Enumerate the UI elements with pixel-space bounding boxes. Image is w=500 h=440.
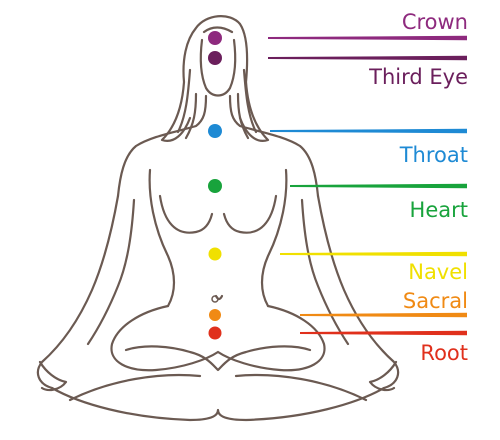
chakra-line-heart [290, 183, 467, 189]
face-outline [199, 38, 237, 97]
chest-outline [158, 194, 278, 234]
chakra-line-crown [268, 35, 467, 41]
chakra-line-root [300, 330, 467, 336]
chakra-label-crown: Crown [401, 10, 468, 34]
left-arm [36, 194, 136, 390]
chakra-dot-throat [208, 124, 222, 138]
right-arm [300, 194, 400, 390]
chakra-label-throat: Throat [399, 143, 468, 167]
navel-circle [211, 295, 219, 303]
chakra-line-sacral [300, 312, 467, 318]
legs-outline [110, 304, 326, 372]
feet-outline [124, 345, 312, 372]
chakra-line-navel [280, 251, 467, 257]
chakra-label-sacral: Sacral [402, 289, 468, 313]
chakra-dot-sacral [209, 309, 221, 321]
chakra-label-heart: Heart [409, 198, 468, 222]
chakra-label-third-eye: Third Eye [369, 65, 468, 89]
chakra-dot-third-eye [208, 51, 222, 65]
chakra-line-third-eye [268, 55, 467, 61]
neck-shoulders [116, 94, 320, 198]
chakra-label-navel: Navel [408, 260, 468, 284]
hands-outline [38, 360, 398, 392]
lower-legs [50, 373, 386, 422]
chakra-label-root: Root [420, 341, 468, 365]
chakra-line-throat [270, 128, 467, 134]
chakra-dot-navel [208, 247, 222, 261]
chakra-dot-root [208, 326, 222, 340]
chakra-dot-crown [208, 31, 222, 45]
hair-strands [176, 26, 258, 140]
torso-outline [148, 168, 288, 308]
chakra-dot-heart [208, 179, 222, 193]
